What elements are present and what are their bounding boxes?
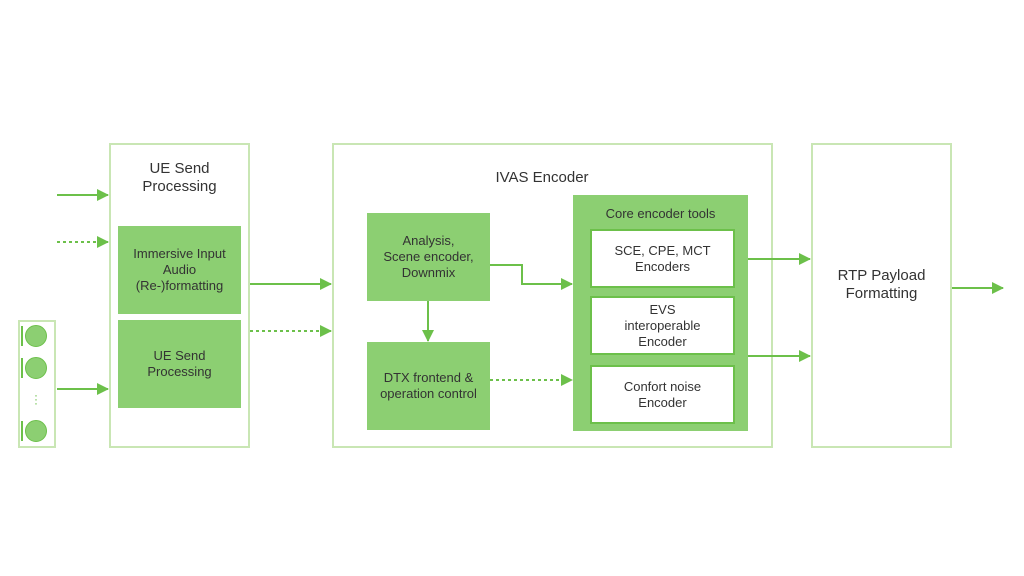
mic-stand [21,421,23,441]
rtp-frame [811,143,952,448]
ivas-encoder-title: IVAS Encoder [495,169,589,186]
mic-stand [21,358,23,378]
ue-send-title: UE Send Processing [142,160,217,195]
ue-send-processing-box: UE Send Processing [118,320,241,408]
core-tool-sce-cpe-mct: SCE, CPE, MCT Encoders [590,229,735,288]
mic-capsule [25,325,47,347]
analysis-box: Analysis, Scene encoder, Downmix [367,213,490,301]
core-encoder-tools-title: Core encoder tools [605,206,716,221]
core-tool-comfort-noise: Confort noise Encoder [590,365,735,424]
analysis-to-core-arrow [490,264,573,290]
ellipsis-icon: ··· [34,388,38,410]
mic-capsule [25,420,47,442]
mic-capsule [25,357,47,379]
dtx-box: DTX frontend & operation control [367,342,490,430]
mic-stand [21,326,23,346]
core-tool-evs: EVS interoperable Encoder [590,296,735,355]
rtp-title: RTP Payload Formatting [837,267,926,302]
immersive-input-box: Immersive Input Audio (Re-)formatting [118,226,241,314]
